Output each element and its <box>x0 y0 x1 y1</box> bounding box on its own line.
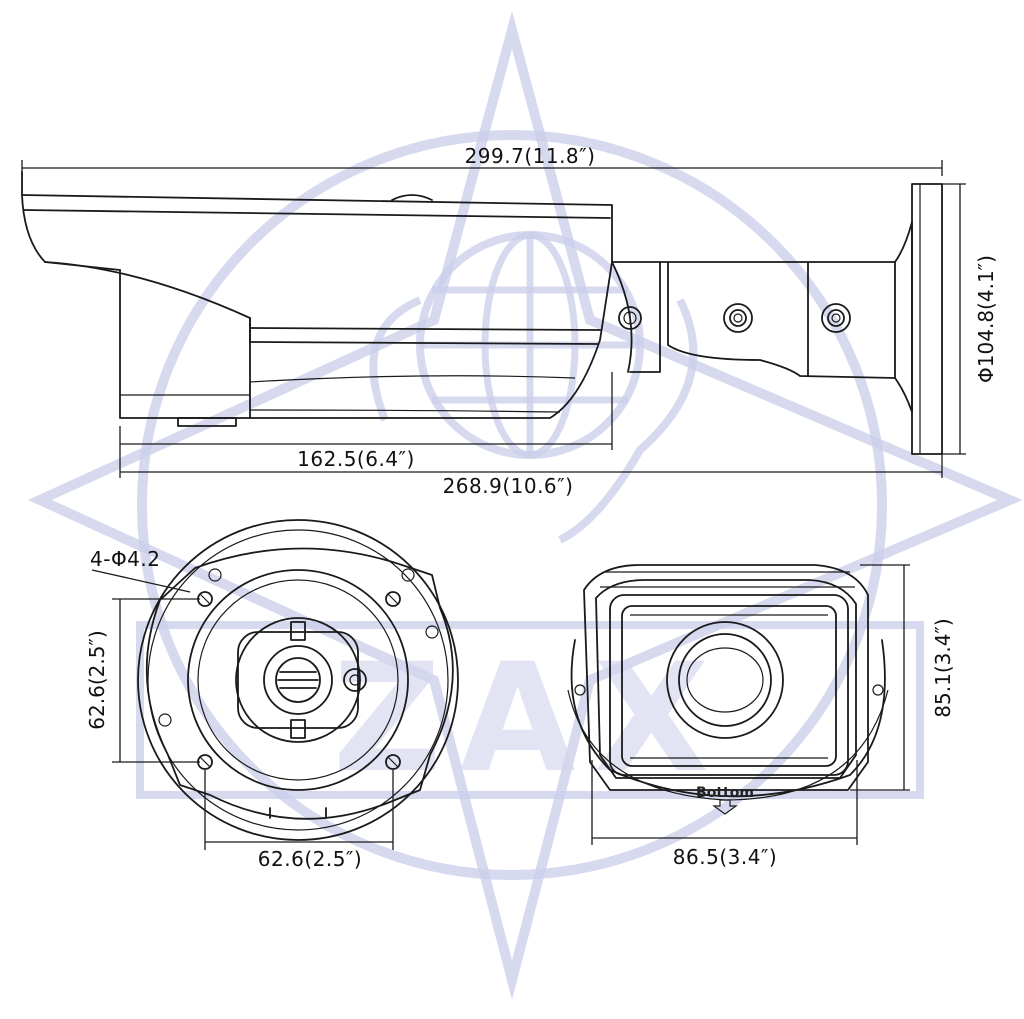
dim-hole-vertical-spacing: 62.6(2.5″) <box>85 630 109 729</box>
mount-base-view <box>137 519 459 841</box>
arrow-down-icon <box>712 799 738 815</box>
front-view-dimensions: 85.1(3.4″) 86.5(3.4″) <box>591 564 955 869</box>
dim-hole-horizontal-spacing: 62.6(2.5″) <box>258 847 362 871</box>
dim-base-diameter: Φ104.8(4.1″) <box>974 255 998 383</box>
camera-side-view <box>21 171 943 455</box>
camera-front-view: Bottom <box>567 564 889 815</box>
dim-body-length: 162.5(6.4″) <box>297 447 415 471</box>
bottom-marker-label: Bottom <box>696 785 754 801</box>
dim-total-length: 268.9(10.6″) <box>443 474 574 498</box>
dim-front-height: 85.1(3.4″) <box>931 618 955 717</box>
watermark-logo: ZAX <box>27 10 1023 1000</box>
mount-base-dimensions: 4-Φ4.2 62.6(2.5″) 62.6(2.5″) <box>85 547 394 871</box>
dim-front-width: 86.5(3.4″) <box>673 845 777 869</box>
dim-hole-spec: 4-Φ4.2 <box>90 547 161 571</box>
globe-icon <box>369 231 698 544</box>
dim-overall-length: 299.7(11.8″) <box>465 144 596 168</box>
watermark-text: ZAX <box>333 632 728 806</box>
side-view-dimensions: 299.7(11.8″) Φ104.8(4.1″) 162.5(6.4″) 26… <box>21 144 998 498</box>
